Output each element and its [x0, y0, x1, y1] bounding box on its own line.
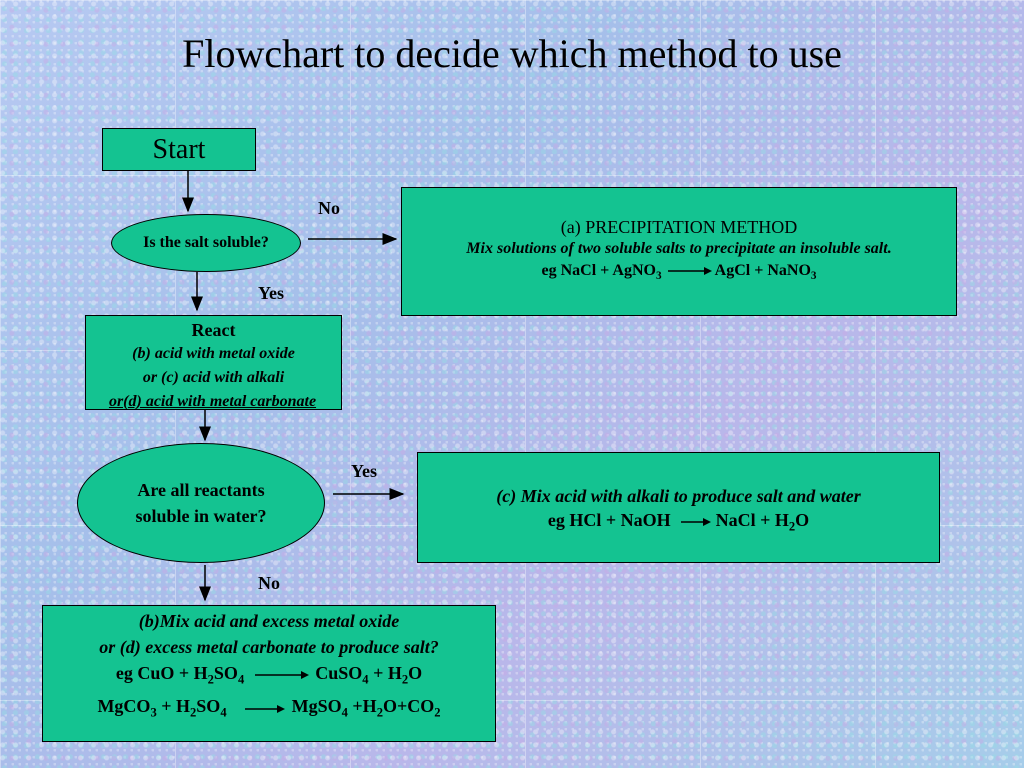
eq2-lhs-c: SO — [196, 695, 221, 716]
decision2-line1: Are all reactants — [137, 480, 265, 500]
alkali-description: (c) Mix acid with alkali to produce salt… — [496, 486, 861, 506]
react-heading: React — [191, 320, 236, 340]
decision-reactants-soluble: Are all reactants soluble in water? — [77, 443, 325, 563]
page-title: Flowchart to decide which method to use — [182, 31, 842, 76]
alkali-eq-rhs-suffix: O — [795, 510, 810, 530]
eq1-lhs-a: eg CuO + H — [115, 663, 208, 683]
react-line-b: (b) acid with metal oxide — [132, 345, 295, 362]
eq2-rhs-b: +H — [347, 695, 377, 716]
eq2-rhs-sub2: 2 — [376, 705, 383, 720]
eq2-rhs-sub3: 2 — [434, 705, 441, 720]
decision1-text: Is the salt soluble? — [143, 234, 269, 251]
precipitation-equation: eg NaCl + AgNO3 AgCl + NaNO3 — [402, 260, 956, 287]
eq1-rhs-sub1: 4 — [362, 672, 369, 687]
excess-equation1: eg CuO + H2SO4 CuSO4 + H2O — [43, 660, 495, 693]
alkali-eq-rhs-sub: 2 — [788, 519, 796, 534]
excess-equation2: MgCO3 + H2SO4 MgSO4 +H2O+CO2 — [43, 693, 495, 726]
precipitation-method-box: (a) PRECIPITATION METHOD Mix solutions o… — [401, 187, 957, 316]
eq1-lhs-sub1: 2 — [207, 672, 214, 687]
decision1-yes-label: Yes — [258, 283, 284, 303]
eq2-rhs-sub1: 4 — [341, 705, 348, 720]
decision-salt-soluble: Is the salt soluble? — [111, 214, 301, 272]
precipitation-description: Mix solutions of two soluble salts to pr… — [466, 240, 892, 257]
reaction-arrow-icon — [245, 705, 286, 714]
reaction-arrow-icon — [681, 517, 712, 526]
eq2-lhs-b: + H — [156, 695, 190, 716]
decision2-yes-label: Yes — [351, 461, 377, 481]
eq2-lhs-sub3: 4 — [220, 705, 227, 720]
precip-eq-rhs: AgCl + NaNO — [714, 262, 811, 279]
excess-line2: or (d) excess metal carbonate to produce… — [99, 637, 439, 657]
react-box: React (b) acid with metal oxide or (c) a… — [85, 315, 342, 410]
eq1-rhs-a: CuSO — [315, 663, 363, 683]
eq2-lhs-sub2: 2 — [190, 705, 197, 720]
start-box: Start — [102, 128, 256, 171]
alkali-eq-rhs: NaCl + H — [715, 510, 789, 530]
eq1-lhs-sub2: 4 — [237, 672, 245, 687]
react-line-c: or (c) acid with alkali — [142, 369, 285, 386]
eq1-lhs-b: SO — [213, 663, 238, 683]
eq1-rhs-b: + H — [368, 663, 402, 683]
precip-eq-lhs-sub: 3 — [655, 270, 662, 283]
decision2-line2: soluble in water? — [135, 506, 267, 526]
excess-line1: (b)Mix acid and excess metal oxide — [138, 611, 400, 631]
reaction-arrow-icon — [667, 267, 712, 276]
eq2-lhs-a: MgCO — [97, 695, 151, 716]
decision1-no-label: No — [318, 198, 340, 218]
start-label: Start — [152, 134, 206, 165]
eq2-rhs-c: O+CO — [382, 695, 435, 716]
eq1-rhs-sub2: 2 — [401, 672, 409, 687]
react-line-d: or(d) acid with metal carbonate — [108, 393, 317, 410]
reaction-arrow-icon — [254, 670, 309, 679]
alkali-method-box: (c) Mix acid with alkali to produce salt… — [417, 452, 940, 563]
alkali-eq-lhs: eg HCl + NaOH — [547, 510, 671, 530]
eq2-rhs-a: MgSO — [291, 695, 342, 716]
precipitation-heading: (a) PRECIPITATION METHOD — [560, 217, 798, 237]
decision2-no-label: No — [258, 573, 280, 593]
alkali-equation: eg HCl + NaOH NaCl + H2O — [418, 508, 939, 539]
precip-eq-lhs: eg NaCl + AgNO — [541, 262, 656, 279]
eq1-rhs-c: O — [408, 663, 423, 683]
precip-eq-rhs-sub: 3 — [810, 270, 817, 283]
excess-method-box: (b)Mix acid and excess metal oxide or (d… — [42, 605, 496, 742]
eq2-lhs-sub1: 3 — [150, 705, 157, 720]
